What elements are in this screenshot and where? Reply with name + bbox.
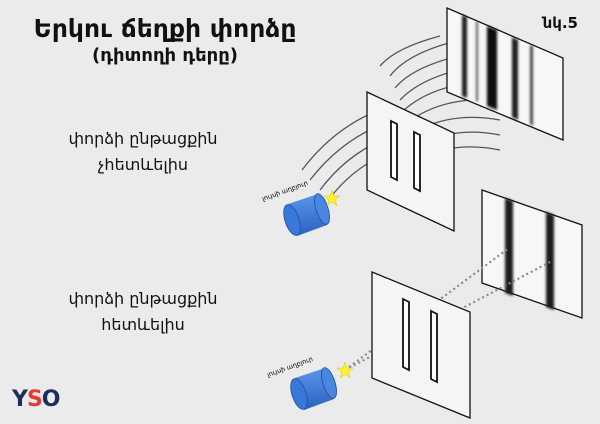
star-icon	[323, 189, 341, 207]
source-label: լույսի աղբյուր	[261, 179, 309, 203]
caption-observing: փորձի ընթացքին հետևելիս	[38, 286, 248, 338]
yso-logo: YSO	[12, 387, 60, 412]
caption-not-observing: փորձի ընթացքին չհետևելիս	[38, 126, 248, 178]
star-icon	[336, 361, 354, 379]
caption-line-1: փորձի ընթացքին	[68, 289, 218, 308]
logo-letter-o: O	[41, 387, 61, 412]
top-detector-screen	[446, 7, 564, 141]
figure-label: նկ.5	[542, 14, 578, 32]
top-slit-plate	[366, 90, 455, 233]
caption-line-2: չհետևելիս	[97, 155, 189, 174]
caption-line-2: հետևելիս	[101, 315, 185, 334]
caption-line-1: փորձի ընթացքին	[68, 129, 218, 148]
bottom-light-source: լույսի աղբյուր	[266, 355, 354, 410]
logo-letter-s: S	[26, 387, 43, 412]
page-title: Երկու ճեղքի փորձը	[33, 14, 297, 43]
bottom-slit-plate	[371, 271, 471, 419]
bottom-detector-screen	[481, 189, 583, 319]
logo-letter-y: Y	[12, 387, 28, 412]
two-band-pattern	[505, 198, 554, 310]
page-subtitle: (դիտողի դերը)	[92, 45, 238, 66]
interference-pattern	[462, 15, 533, 126]
top-light-source: լույսի աղբյուր	[261, 179, 341, 236]
